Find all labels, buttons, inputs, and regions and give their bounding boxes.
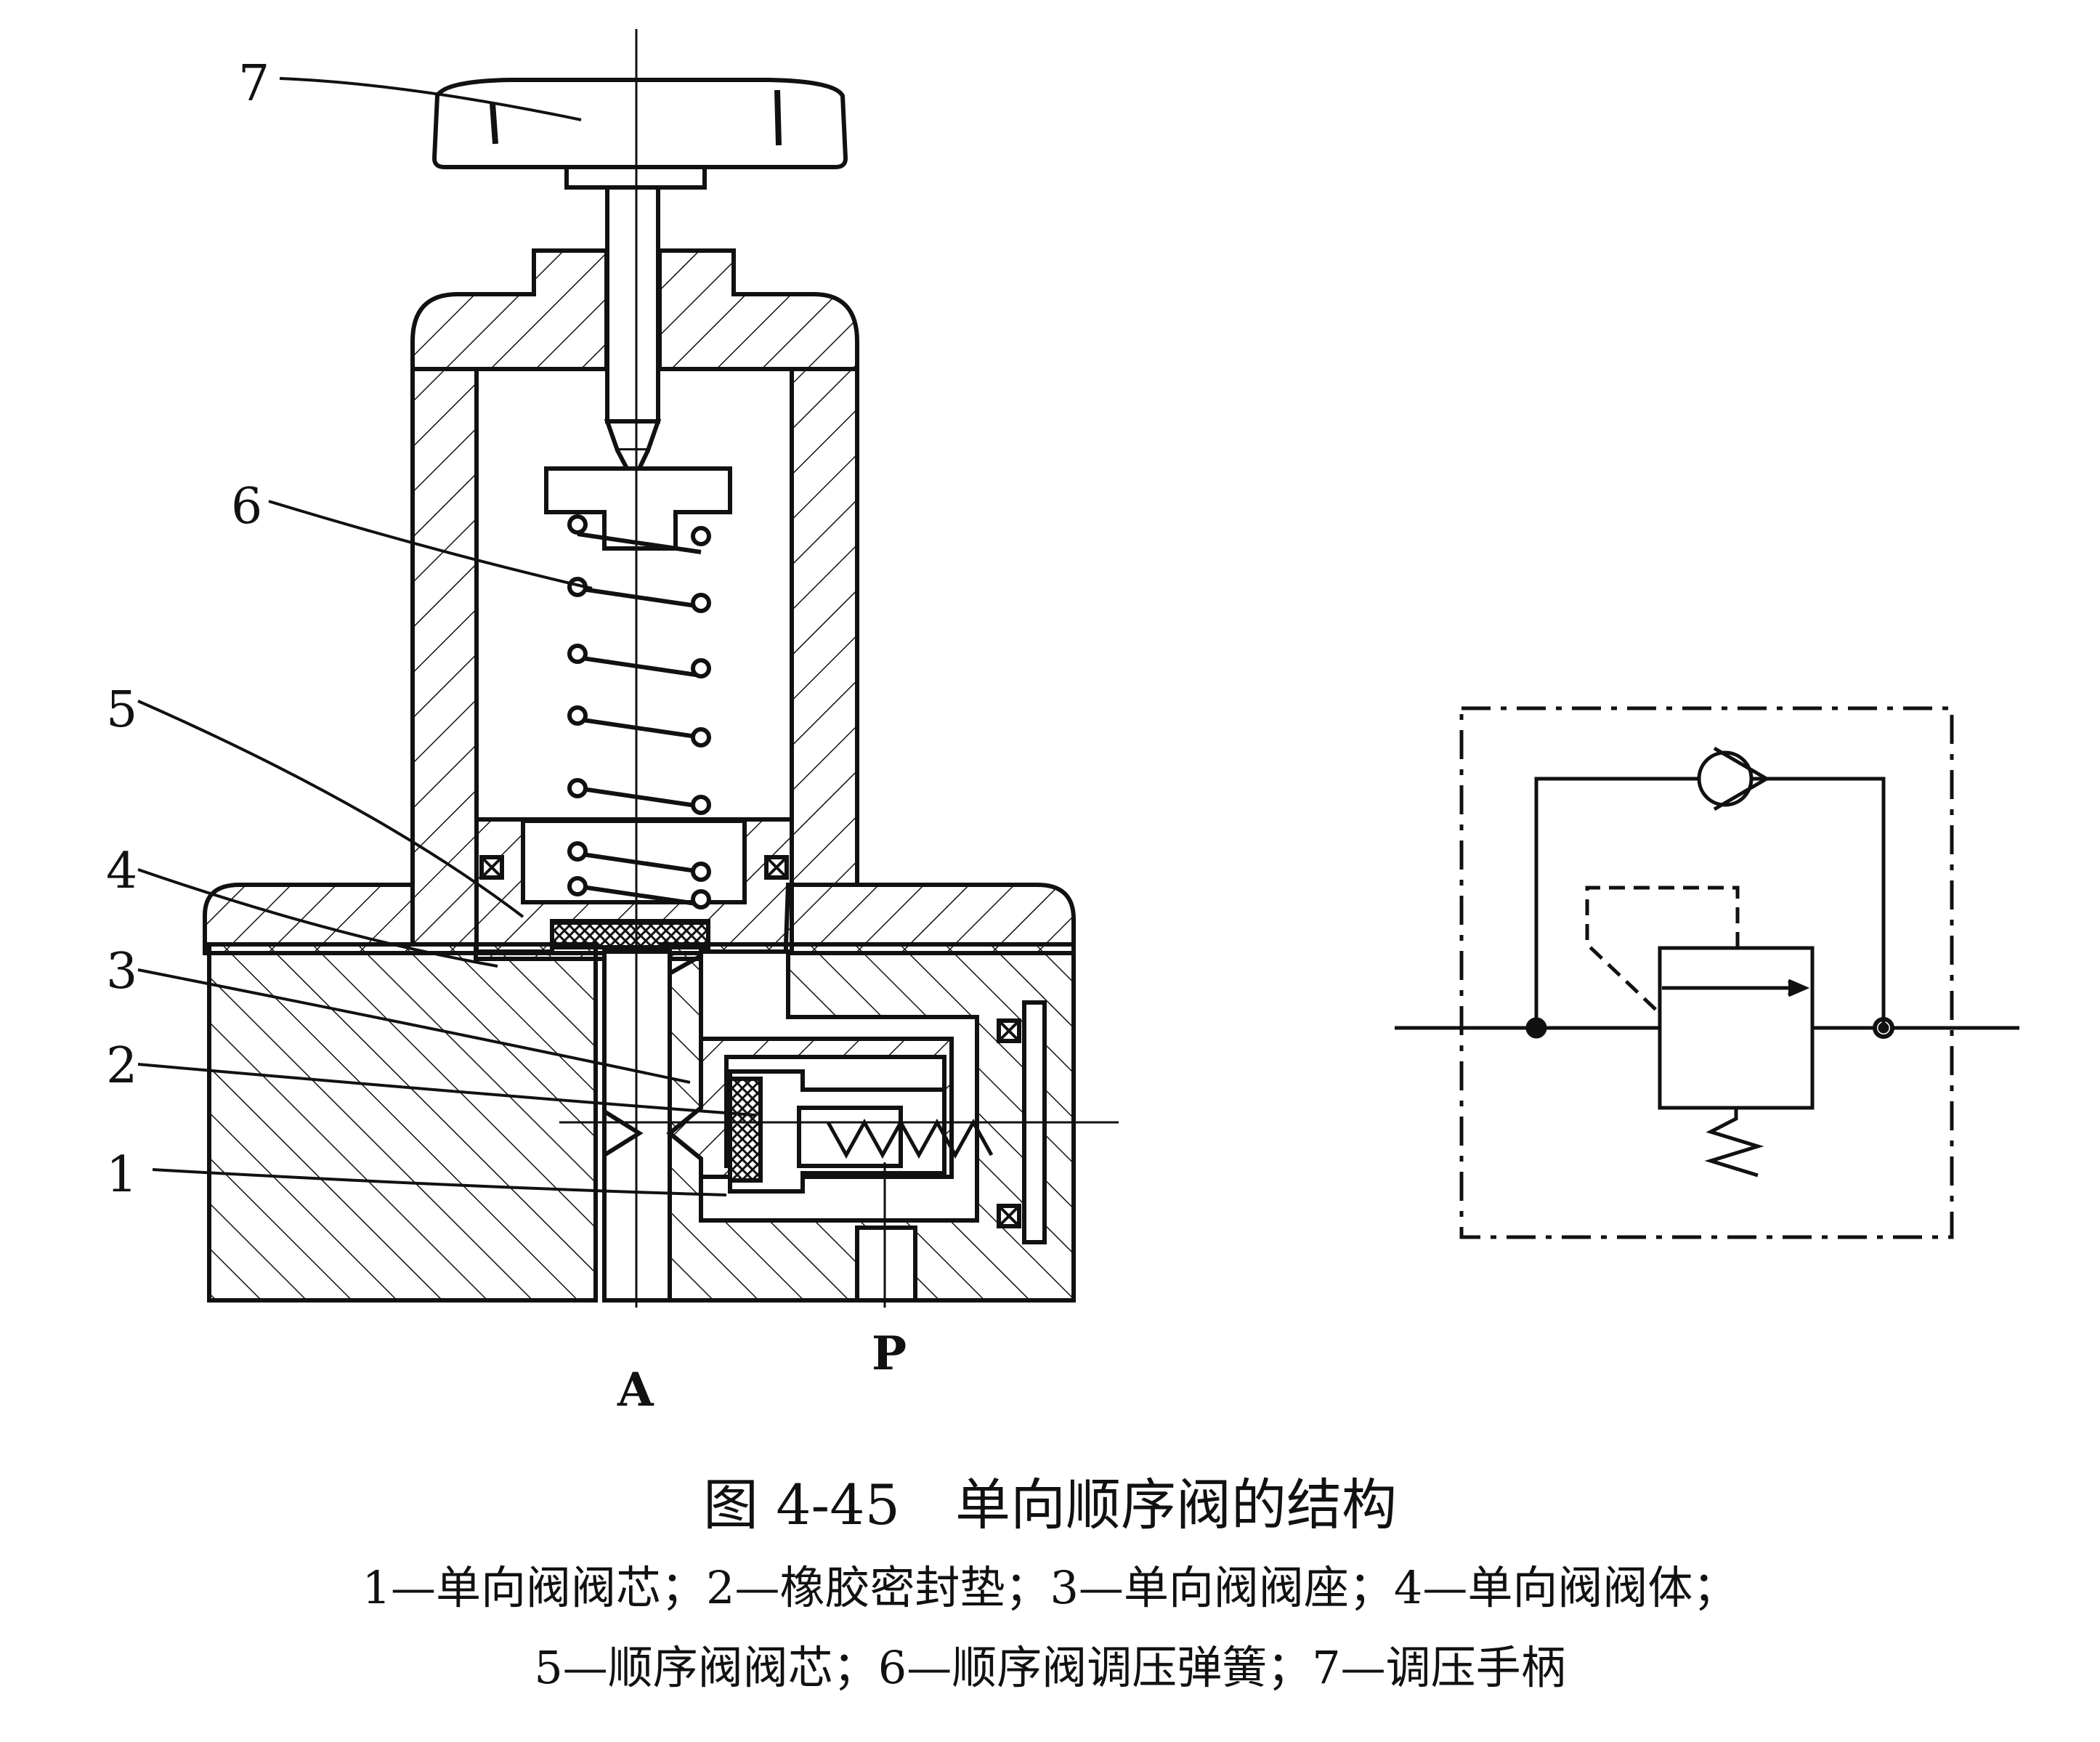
callout-3: 3 xyxy=(106,943,137,1000)
spring-seat-lower xyxy=(521,819,747,904)
sequence-seal-pad xyxy=(550,919,710,949)
figure-legend-line-2: 5—顺序阀阀芯；6—顺序阀调压弹簧；7—调压手柄 xyxy=(534,1641,1566,1694)
callout-6: 6 xyxy=(231,478,262,535)
check-valve-ball-symbol xyxy=(1697,750,1754,807)
port-a-label: A xyxy=(617,1363,654,1417)
pilot-line xyxy=(1585,886,1740,1015)
port-p-channel xyxy=(855,1226,917,1303)
pressure-spring xyxy=(567,514,711,910)
callout-leaders xyxy=(137,77,756,1196)
handle-stem xyxy=(605,183,660,424)
symbol-dashed-enclosure xyxy=(1459,706,1954,1239)
adjusting-handle xyxy=(431,78,848,169)
housing-left-wall xyxy=(410,367,479,947)
callout-2: 2 xyxy=(106,1037,137,1095)
callout-numbers: 7 6 5 4 3 2 1 xyxy=(106,55,269,1204)
figure-legend-line-1: 1—单向阀阀芯；2—橡胶密封垫；3—单向阀阀座；4—单向阀阀体； xyxy=(362,1561,1738,1614)
callout-5: 5 xyxy=(106,681,137,739)
callout-1: 1 xyxy=(106,1146,137,1204)
rubber-seal-gasket xyxy=(728,1077,763,1183)
callout-4: 4 xyxy=(106,843,137,900)
figure-title: 图 4-45 单向顺序阀的结构 xyxy=(703,1472,1397,1537)
port-p-label: P xyxy=(872,1326,907,1381)
sequence-valve-box xyxy=(1658,946,1815,1110)
spring-symbol xyxy=(1704,1108,1764,1178)
lower-base-body xyxy=(207,942,598,1303)
callout-7: 7 xyxy=(238,55,269,113)
housing-right-wall xyxy=(790,367,859,887)
check-valve-spring xyxy=(826,1118,994,1159)
sectional-view xyxy=(203,29,1119,1308)
hydraulic-symbol xyxy=(1395,706,2019,1239)
